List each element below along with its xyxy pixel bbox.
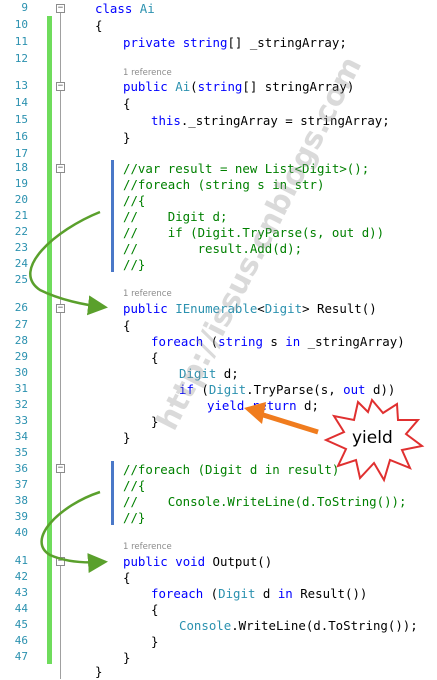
line-number: 26 [14,301,28,314]
line-number: 27 [14,318,28,331]
line-number: 44 [14,602,28,615]
comment-line[interactable]: //var result = new List<Digit>(); [123,161,370,176]
line-number: 12 [14,52,28,65]
line-number: 10 [14,18,28,31]
line-number: 25 [14,273,28,286]
line-number: 17 [14,147,28,160]
green-arrow-2 [40,490,108,573]
line-number: 11 [14,35,28,48]
code-line[interactable]: public IEnumerable<Digit> Result() [123,301,377,316]
code-line[interactable]: this._stringArray = stringArray; [151,113,390,128]
collapse-toggle-icon[interactable]: − [56,163,65,173]
codelens-reference[interactable]: 1 reference [123,289,172,299]
line-number: 32 [14,398,28,411]
outline-guide [60,13,61,679]
yield-callout-label: yield [352,428,393,448]
line-number: 33 [14,414,28,427]
line-number: 30 [14,366,28,379]
change-tracking-bar [47,16,52,664]
collapse-toggle-icon[interactable]: − [56,3,65,13]
code-line[interactable]: { [123,318,131,333]
code-line[interactable]: { [151,602,159,617]
line-number: 18 [14,161,28,174]
line-number: 38 [14,494,28,507]
code-line[interactable]: } [123,430,131,445]
line-number: 45 [14,618,28,631]
comment-line[interactable]: //} [123,510,146,525]
line-number: 20 [14,193,28,206]
code-line[interactable]: { [95,18,103,33]
line-number: 16 [14,130,28,143]
code-line[interactable]: Console.WriteLine(d.ToString()); [179,618,418,633]
comment-line[interactable]: //foreach (Digit d in result) [123,462,340,477]
comment-line[interactable]: //foreach (string s in str) [123,177,325,192]
collapse-toggle-icon[interactable]: − [56,463,65,473]
line-number: 28 [14,334,28,347]
line-number: 36 [14,462,28,475]
collapse-toggle-icon[interactable]: − [56,81,65,91]
line-number: 21 [14,209,28,222]
code-line[interactable]: foreach (Digit d in Result()) [151,586,368,601]
comment-line[interactable]: // result.Add(d); [123,241,303,256]
line-number: 37 [14,478,28,491]
orange-arrow-head [244,402,266,424]
code-line[interactable]: { [123,570,131,585]
code-line[interactable]: class Ai [95,1,155,16]
line-number: 23 [14,241,28,254]
code-line[interactable]: } [123,650,131,665]
code-line[interactable]: } [95,664,103,679]
line-number: 39 [14,510,28,523]
comment-block-marker [111,160,114,272]
code-line[interactable]: public Ai(string[] stringArray) [123,79,355,94]
code-line[interactable]: } [151,634,159,649]
line-number: 42 [14,570,28,583]
line-number: 46 [14,634,28,647]
starburst-callout [323,397,425,483]
line-number: 14 [14,96,28,109]
code-line[interactable]: Digit d; [179,366,239,381]
comment-line[interactable]: //} [123,257,146,272]
line-number: 9 [21,1,28,14]
comment-line[interactable]: //{ [123,478,146,493]
codelens-reference[interactable]: 1 reference [123,68,172,78]
line-number: 29 [14,350,28,363]
code-line[interactable]: if (Digit.TryParse(s, out d)) [179,382,396,397]
comment-block-marker [111,461,114,525]
line-number: 13 [14,79,28,92]
line-number: 24 [14,257,28,270]
line-number: 15 [14,113,28,126]
code-line[interactable]: public void Output() [123,554,273,569]
green-arrow-1 [29,210,108,316]
code-line[interactable]: foreach (string s in _stringArray) [151,334,405,349]
collapse-toggle-icon[interactable]: − [56,303,65,313]
code-line[interactable]: private string[] _stringArray; [123,35,347,50]
line-number: 41 [14,554,28,567]
orange-arrow [259,411,319,435]
comment-line[interactable]: // Digit d; [123,209,228,224]
line-number: 19 [14,177,28,190]
line-number: 31 [14,382,28,395]
line-number: 47 [14,650,28,663]
code-line[interactable]: } [151,414,159,429]
line-number: 35 [14,446,28,459]
code-line[interactable]: } [123,130,131,145]
line-number: 40 [14,526,28,539]
comment-line[interactable]: // Console.WriteLine(d.ToString()); [123,494,407,509]
line-number: 34 [14,430,28,443]
code-line[interactable]: { [151,350,159,365]
codelens-reference[interactable]: 1 reference [123,542,172,552]
comment-line[interactable]: // if (Digit.TryParse(s, out d)) [123,225,385,240]
line-number: 43 [14,586,28,599]
comment-line[interactable]: //{ [123,193,146,208]
line-number: 22 [14,225,28,238]
code-line[interactable]: { [123,96,131,111]
